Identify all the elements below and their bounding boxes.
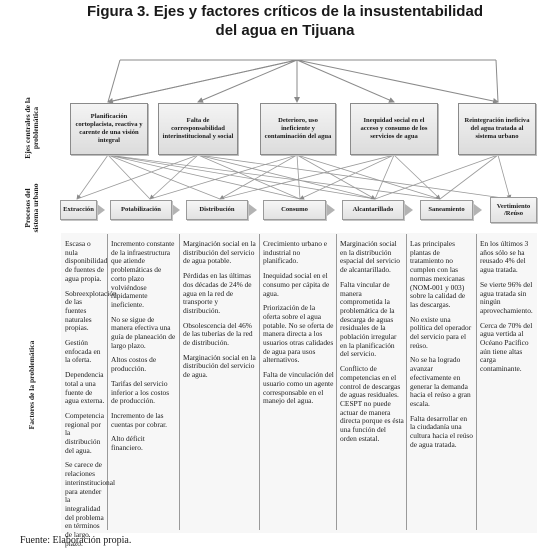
process-saneamiento: Saneamiento: [420, 200, 473, 220]
eje-label-4: Inequidad social en el acceso y consumo …: [360, 116, 428, 141]
factor-item: Falta de vinculación del usuario como un…: [263, 370, 334, 406]
figure-title: Figura 3. Ejes y factores críticos de la…: [40, 2, 530, 40]
factor-item: No se sigue de manera efectiva una guía …: [111, 314, 176, 350]
factor-item: Crecimiento urbano e industrial no plani…: [263, 239, 328, 266]
label-ejes-centrales: Ejes centrales de la problemática: [23, 97, 40, 158]
factor-item: Las principales plantas de tratamiento n…: [410, 239, 466, 309]
factor-item: Dependencia total a una fuente de agua e…: [65, 370, 105, 406]
factor-item: No existe una política del operador del …: [410, 314, 472, 350]
factores-panel: [61, 233, 537, 533]
eje-label-5: Reintegración ineficiva del agua tratada…: [464, 116, 530, 141]
factor-item: Sobreexplotación de las fuentes naturale…: [65, 288, 117, 333]
process-potabilizacion: Potabilización: [110, 200, 172, 220]
process-vertimiento-reuso: Vertimiento /Reúso: [490, 197, 537, 223]
column-divider: [336, 234, 337, 530]
process-extraccion: Extracción: [60, 200, 97, 220]
factor-item: Falta desarrollar en la ciudadanía una c…: [410, 413, 473, 449]
eje-label-3: Deterioro, uso ineficiente y contaminaci…: [264, 116, 332, 141]
factor-item: Marginación social en la distribución de…: [183, 239, 256, 266]
factores-col-potabilizacion: Incremento constante de la infraestructu…: [111, 239, 177, 459]
factores-col-distribucion: Marginación social en la distribución de…: [183, 239, 257, 386]
source-note: Fuente: Elaboración propia.: [20, 535, 132, 546]
factores-col-alcantarillado: Marginación social en la distribución es…: [340, 239, 404, 449]
column-divider: [406, 234, 407, 530]
factores-col-saneamiento: Las principales plantas de tratamiento n…: [410, 239, 474, 455]
eje-box-1: Planificación cortoplacista, reactiva y …: [70, 103, 148, 155]
process-arrow-6: [474, 204, 482, 216]
factor-item: No se ha logrado avanzar efectivamente e…: [410, 355, 471, 408]
factor-item: Falta vincular de manera comprometida la…: [340, 279, 397, 359]
eje-box-4: Inequidad social en el acceso y consumo …: [350, 103, 438, 155]
eje-box-2: Falta de corresponsabilidad interinstitu…: [158, 103, 238, 155]
label-procesos-line-2: sistema urbano: [31, 183, 40, 233]
factor-item: Obsolescencia del 46% de las tuberías de…: [183, 320, 253, 348]
process-arrow-5: [405, 204, 413, 216]
eje-box-3: Deterioro, uso ineficiente y contaminaci…: [260, 103, 336, 155]
eje-box-5: Reintegración ineficiva del agua tratada…: [458, 103, 536, 155]
process-label-consumo: Consumo: [281, 206, 308, 214]
label-ejes-line-2: problemática: [31, 106, 40, 150]
column-divider: [107, 234, 108, 530]
process-arrow-3: [249, 204, 257, 216]
factor-item: Competencia regional por la distribución…: [65, 410, 104, 455]
factor-item: Marginación social en la distribución es…: [340, 239, 400, 275]
factor-item: Marginación social en la distribución de…: [183, 352, 256, 380]
factor-item: Conflicto de competencias en el control …: [340, 364, 404, 443]
factor-item: Pérdidas en las últimas dos décadas de 2…: [183, 271, 252, 315]
figure-title-line-1: Figura 3. Ejes y factores críticos de la…: [87, 3, 483, 20]
factor-item: Escasa o nula disponibilidad de fuentes …: [65, 239, 108, 283]
process-arrow-2: [172, 204, 180, 216]
factor-item: Alto déficit financiero.: [111, 434, 145, 453]
factor-item: Gestión enfocada en la oferta.: [65, 338, 101, 365]
process-consumo: Consumo: [263, 200, 326, 220]
process-label-extraccion: Extracción: [63, 206, 94, 214]
process-label-potabilizacion: Potabilización: [121, 206, 161, 214]
eje-label-2: Falta de corresponsabilidad interinstitu…: [162, 116, 234, 141]
process-arrow-4: [327, 204, 335, 216]
factor-item: Se carece de relaciones interinstitucion…: [65, 460, 116, 548]
factor-item: Se vierte 96% del agua tratada sin ningú…: [480, 279, 533, 315]
column-divider: [259, 234, 260, 530]
factor-item: Priorización de la oferta sobre el agua …: [263, 303, 334, 365]
factor-item: Cerca de 70% del agua vertida al Océano …: [480, 320, 533, 374]
label-procesos: Procesos del sistema urbano: [23, 183, 40, 233]
label-factores-text: Factores de la problemática: [27, 340, 36, 430]
label-factores: Factores de la problemática: [27, 340, 36, 430]
column-divider: [476, 234, 477, 530]
factores-col-consumo: Crecimiento urbano e industrial no plani…: [263, 239, 334, 412]
process-label-saneamiento: Saneamiento: [428, 206, 465, 214]
factores-col-vertimiento: En los últimos 3 años sólo se ha reusado…: [480, 239, 537, 380]
factor-item: Tarifas del servicio inferior a los cost…: [111, 378, 170, 406]
factores-col-extraccion: Escasa o nula disponibilidad de fuentes …: [65, 239, 117, 555]
figure-title-line-2: del agua en Tijuana: [215, 22, 355, 39]
column-divider: [179, 234, 180, 530]
factor-item: En los últimos 3 años sólo se ha reusado…: [480, 239, 529, 275]
eje-label-1: Planificación cortoplacista, reactiva y …: [75, 112, 143, 145]
process-distribucion: Distribución: [186, 200, 248, 220]
factor-item: Inequidad social en el consumo per cápit…: [263, 271, 330, 298]
process-arrow-1: [97, 204, 105, 216]
factor-item: Incremento constante de la infraestructu…: [111, 239, 175, 309]
process-label-vertimiento-reuso: Vertimiento /Reúso: [496, 202, 531, 217]
factor-item: Incremento de las cuentas por cobrar.: [111, 410, 168, 429]
process-label-alcantarillado: Alcantarillado: [352, 206, 394, 214]
process-label-distribucion: Distribución: [199, 206, 235, 214]
factor-item: Altos costos de producción.: [111, 355, 157, 374]
process-alcantarillado: Alcantarillado: [342, 200, 404, 220]
